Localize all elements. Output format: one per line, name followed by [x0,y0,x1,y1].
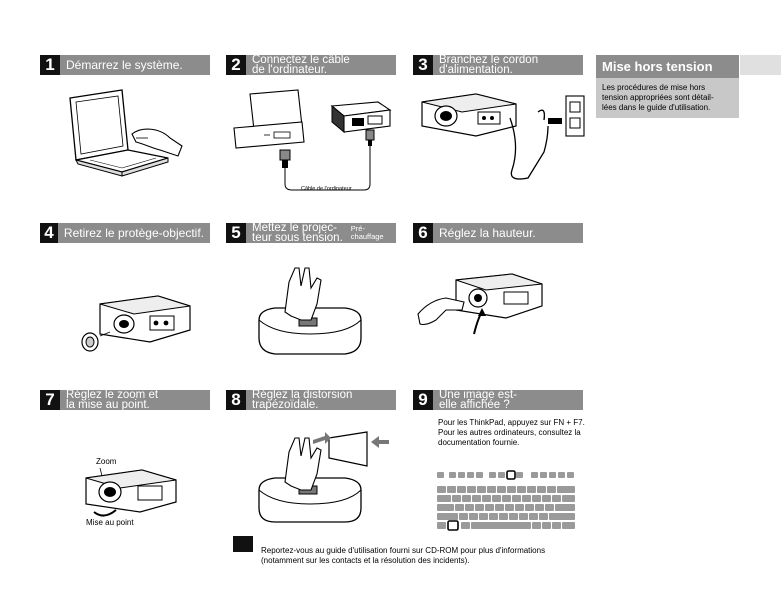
power-off-text: Les procédures de mise hors tension appr… [596,78,739,118]
step-9-number: 9 [413,390,433,410]
step-3-title: Branchez le cordon d'alimentation. [433,54,544,76]
step-5-number: 5 [226,223,246,243]
step-5-title: Mettez le projec- teur sous tension. [246,222,345,244]
step-1-number: 1 [40,55,60,75]
step-6-number: 6 [413,223,433,243]
step-1-title-line: Démarrez le système. [66,58,183,72]
step-6-header: 6 Réglez la hauteur. [413,223,583,243]
height-adjust-illustration [417,273,543,335]
footer-line2: (notamment sur les contacts et la résolu… [261,556,470,565]
computer-cable-label: Câble de l'ordinateur [301,186,352,192]
step-4-header: 4 Retirez le protège-objectif. [40,223,210,243]
power-cord-illustration [421,93,585,180]
step-5-header: 5 Mettez le projec- teur sous tension. P… [226,222,396,244]
step-8-title: Réglez la distorsion trapézoïdale. [246,389,358,411]
step-7-number: 7 [40,390,60,410]
step-7-header: 7 Réglez le zoom et la mise au point. [40,389,210,411]
step-5-preheat-line2: chauffage [350,232,384,241]
zoom-focus-illustration [85,467,177,517]
step-4-title-line: Retirez le protège-objectif. [63,226,204,240]
power-off-title: Mise hors tension [596,55,739,78]
step-3-number: 3 [413,55,433,75]
display-check-line3: documentation fournie. [438,438,520,447]
focus-label: Mise au point [86,518,134,527]
step-1-header: 1 Démarrez le système. [40,55,210,75]
laptop-illustration [69,89,183,177]
step-5-preheat-note: Pré- chauffage [345,223,384,243]
step-9-title-line1: Une image est- [439,389,517,401]
step-2-title: Connectez le câble de l'ordinateur. [246,54,356,76]
keystone-illustration [258,431,389,523]
zoom-label: Zoom [96,457,117,466]
step-8-header: 8 Réglez la distorsion trapézoïdale. [226,389,396,411]
step-4-title: Retirez le protège-objectif. [58,223,210,243]
step-2-title-line2: de l'ordinateur. [252,64,328,76]
page-edge-tab [740,55,781,75]
step-7-title-line1: Réglez le zoom et [66,389,159,401]
step-7-title: Réglez le zoom et la mise au point. [60,389,164,411]
step-3-header: 3 Branchez le cordon d'alimentation. [413,54,583,76]
step-2-header: 2 Connectez le câble de l'ordinateur. [226,54,396,76]
power-off-line1: Les procédures de mise hors [602,83,706,92]
power-off-panel: Mise hors tension Les procédures de mise… [596,55,739,118]
step-2-number: 2 [226,55,246,75]
step-4-number: 4 [40,223,58,243]
step-9-header: 9 Une image est- elle affichée ? [413,389,583,411]
step-1-title: Démarrez le système. [60,55,189,75]
keyboard-illustration [437,470,575,531]
step-3-title-line1: Branchez le cordon [439,54,539,66]
computer-cable-illustration [233,89,392,191]
step-9-title-line2: elle affichée ? [439,399,510,411]
step-8-title-line1: Réglez la distorsion [252,389,353,401]
power-on-illustration [258,267,362,355]
power-off-line3: lées dans le guide d'utilisation. [602,103,711,112]
step-3-title-line2: d'alimentation. [439,64,513,76]
lens-cap-illustration [81,295,191,352]
step-5-title-line2: teur sous tension. [252,232,343,244]
footer-note: Reportez-vous au guide d'utilisation fou… [261,546,545,566]
step-8-number: 8 [226,390,246,410]
book-icon [233,536,253,552]
step-5-preheat-line1: Pré- [350,224,365,233]
display-check-text: Pour les ThinkPad, appuyez sur FN + F7. … [438,418,585,448]
display-check-line1: Pour les ThinkPad, appuyez sur FN + F7. [438,418,585,427]
step-6-title: Réglez la hauteur. [433,223,542,243]
step-7-title-line2: la mise au point. [66,399,150,411]
step-2-title-line1: Connectez le câble [252,54,350,66]
display-check-line2: Pour les autres ordinateurs, consultez l… [438,428,581,437]
step-5-title-line1: Mettez le projec- [252,222,338,234]
power-off-line2: tension appropriées sont détail- [602,93,714,102]
footer-line1: Reportez-vous au guide d'utilisation fou… [261,546,546,555]
step-6-title-line: Réglez la hauteur. [439,226,536,240]
step-9-title: Une image est- elle affichée ? [433,389,523,411]
step-8-title-line2: trapézoïdale. [252,399,319,411]
